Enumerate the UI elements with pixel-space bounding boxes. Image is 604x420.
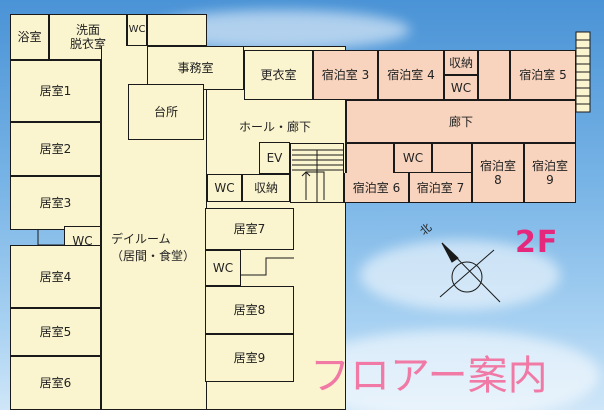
room-label: デイルーム （居間・食堂） xyxy=(110,232,195,263)
room-9: 居室9 xyxy=(205,334,294,382)
page-title: フロアー案内 xyxy=(310,353,548,399)
room-label: 宿泊室 4 xyxy=(387,68,435,82)
room-wc-mid: WC xyxy=(207,174,242,202)
room-wc-r7: WC xyxy=(205,250,241,286)
room-label: WC xyxy=(128,24,146,35)
room-label: WC xyxy=(212,261,234,275)
room-label: 居室6 xyxy=(39,376,72,390)
room-guest7: 宿泊室 7 xyxy=(409,173,472,203)
room-wc-guest: WC xyxy=(444,75,478,100)
room-label: 事務室 xyxy=(177,61,214,75)
guest-wing-gap xyxy=(478,50,510,100)
room-guest9: 宿泊室 9 xyxy=(524,143,576,203)
room-label: 居室5 xyxy=(39,325,72,339)
room-label: 居室3 xyxy=(39,196,72,210)
room-label: 宿泊室 9 xyxy=(531,159,568,187)
room-label: 更衣室 xyxy=(260,68,297,82)
room-label: 宿泊室 8 xyxy=(479,159,516,187)
room-guest6: 宿泊室 6 xyxy=(344,173,409,203)
floor-label: 2F xyxy=(515,225,559,260)
compass-icon xyxy=(439,242,501,303)
room-label: WC xyxy=(402,151,424,165)
stair-icon xyxy=(292,149,344,203)
room-label: 収納 xyxy=(253,181,278,195)
room-storage-mid: 収納 xyxy=(242,174,290,202)
room-label: 居室8 xyxy=(233,303,266,317)
room-label: WC xyxy=(72,234,93,248)
room-label: 台所 xyxy=(153,105,178,119)
room-kitchen: 台所 xyxy=(128,84,204,140)
room-7: 居室7 xyxy=(205,208,294,250)
room-bath: 浴室 xyxy=(10,14,49,60)
room-label: 居室7 xyxy=(233,222,266,236)
corridor: 廊下 xyxy=(346,100,576,143)
room-label: 収納 xyxy=(448,55,473,70)
room-upper-blank xyxy=(147,14,207,46)
room-label: 宿泊室 5 xyxy=(519,68,567,82)
room-storage-top: 収納 xyxy=(444,50,478,75)
room-label: 洗面 脱衣室 xyxy=(69,23,106,51)
wall-line xyxy=(241,257,294,276)
room-4: 居室4 xyxy=(10,245,101,308)
room-living: デイルーム （居間・食堂） xyxy=(101,225,205,269)
cloud xyxy=(360,240,560,310)
room-2: 居室2 xyxy=(10,122,101,176)
room-8: 居室8 xyxy=(205,286,294,334)
room-guest5: 宿泊室 5 xyxy=(510,50,576,100)
room-label: 廊下 xyxy=(448,114,473,129)
room-label: 居室2 xyxy=(39,142,72,156)
room-label: 居室9 xyxy=(233,351,266,365)
room-label: ホール・廊下 xyxy=(238,119,311,134)
room-changing: 更衣室 xyxy=(244,50,313,100)
room-5: 居室5 xyxy=(10,308,101,356)
room-label: 宿泊室 7 xyxy=(416,180,465,195)
room-label: 宿泊室 6 xyxy=(352,180,401,195)
room-guest4: 宿泊室 4 xyxy=(378,50,444,100)
plan-overlay xyxy=(37,31,591,303)
room-guest8: 宿泊室 8 xyxy=(472,143,524,203)
emergency-stair-icon xyxy=(575,31,591,113)
hall-label: ホール・廊下 xyxy=(205,108,345,144)
room-label: 居室4 xyxy=(39,269,72,284)
room-label: WC xyxy=(450,80,472,95)
room-label: EV xyxy=(266,151,283,165)
room-label: WC xyxy=(214,181,235,195)
room-label: 浴室 xyxy=(17,30,42,44)
room-label: 居室1 xyxy=(39,84,72,98)
wall-line xyxy=(37,229,64,246)
room-6: 居室6 xyxy=(10,356,101,410)
cloud xyxy=(300,330,600,420)
room-3: 居室3 xyxy=(10,176,101,230)
room-label: 宿泊室 3 xyxy=(321,68,370,82)
room-wc-top: WC xyxy=(127,14,147,46)
room-wash: 洗面 脱衣室 xyxy=(49,14,127,60)
room-1: 居室1 xyxy=(10,60,101,122)
guest7-upper xyxy=(432,143,472,173)
elevator: EV xyxy=(259,142,290,174)
room-wc-center: WC xyxy=(394,143,432,173)
room-guest3: 宿泊室 3 xyxy=(313,50,378,100)
